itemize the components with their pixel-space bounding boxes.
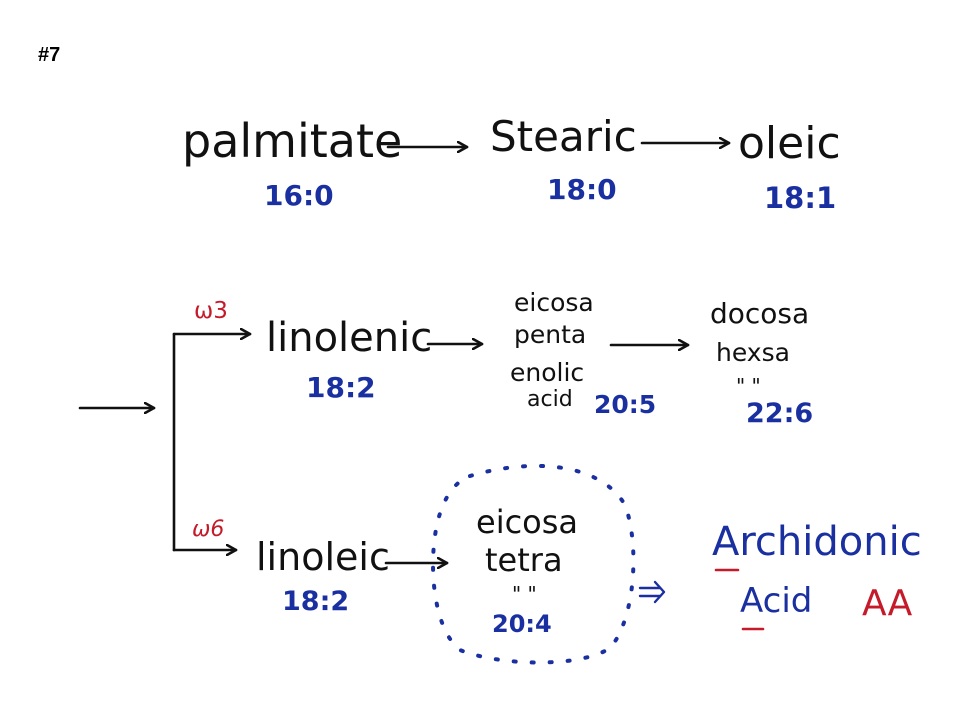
eta-line-1: eicosa bbox=[476, 503, 579, 541]
linolenic-label: linolenic bbox=[266, 315, 433, 361]
aa-line-1: Archidonic bbox=[712, 519, 922, 565]
epa-ratio: 20:5 bbox=[594, 390, 657, 419]
epa-line-4: acid bbox=[527, 387, 573, 412]
palmitate-ratio: 16:0 bbox=[264, 179, 334, 212]
dha-line-2: hexsa bbox=[716, 338, 790, 367]
dha-ratio: 22:6 bbox=[746, 398, 814, 429]
epa-line-2: penta bbox=[514, 320, 587, 349]
linoleic-label: linoleic bbox=[256, 535, 390, 579]
eta-ratio: 20:4 bbox=[492, 610, 552, 638]
oleic-label: oleic bbox=[738, 118, 841, 169]
palmitate-label: palmitate bbox=[182, 114, 403, 168]
dha-ditto: " " bbox=[736, 374, 761, 398]
linolenic-ratio: 18:2 bbox=[306, 371, 376, 404]
omega6-label: ω6 bbox=[192, 517, 225, 542]
omega3-label: ω3 bbox=[194, 298, 228, 324]
epa-line-1: eicosa bbox=[514, 288, 594, 317]
aa-line-2: Acid bbox=[740, 581, 813, 621]
stearic-ratio: 18:0 bbox=[547, 173, 617, 206]
epa-line-3: enolic bbox=[510, 358, 585, 387]
stearic-label: Stearic bbox=[490, 112, 637, 161]
eta-ditto: " " bbox=[512, 582, 537, 606]
double-arrow-to-aa bbox=[638, 580, 666, 604]
aa-abbreviation: AA bbox=[862, 583, 913, 624]
slide-number: #7 bbox=[38, 44, 61, 66]
linoleic-ratio: 18:2 bbox=[282, 586, 350, 617]
eta-line-2: tetra bbox=[485, 541, 563, 579]
oleic-ratio: 18:1 bbox=[764, 181, 837, 215]
dha-line-1: docosa bbox=[710, 297, 810, 330]
